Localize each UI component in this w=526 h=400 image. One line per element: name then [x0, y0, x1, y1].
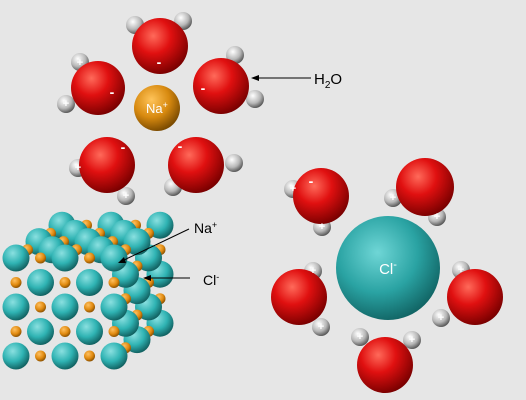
partial-positive-sign: + [77, 57, 83, 69]
partial-negative-sign: - [121, 139, 126, 155]
crystal-sodium-atom [108, 277, 120, 288]
water-label-h: H [314, 71, 325, 88]
crystal-chlorine-atom [51, 293, 79, 321]
chloride-hydration-shell: -++++++++++ [271, 158, 503, 393]
water-label-sub: 2 [325, 80, 331, 91]
partial-positive-sign: + [458, 264, 464, 276]
partial-positive-sign: + [438, 312, 444, 324]
crystal-chlorine-atom [51, 342, 79, 370]
partial-positive-sign: + [290, 183, 296, 195]
partial-positive-sign: + [357, 331, 363, 343]
crystal-chlorine-atom [2, 293, 30, 321]
crystal-sodium-atom [35, 350, 46, 362]
sodium-ion-label: Na [146, 101, 163, 116]
crystal-sodium-charge: + [212, 220, 217, 230]
nacl-crystal-lattice [2, 211, 174, 370]
sodium-ion: Na+ [134, 85, 180, 131]
water-molecule: - [193, 46, 264, 114]
chloride-ion-charge: - [393, 259, 397, 271]
water-label-o: O [330, 71, 342, 88]
chloride-ion: Cl- [336, 216, 440, 320]
crystal-chlorine-label: Cl [203, 272, 216, 288]
crystal-chlorine-atom [76, 269, 103, 296]
crystal-chlorine-atom [51, 244, 79, 272]
partial-negative-sign: - [157, 54, 162, 70]
water-molecule: - + + [69, 137, 135, 205]
crystal-sodium-atom [84, 301, 95, 313]
crystal-chlorine-atom [100, 244, 128, 272]
crystal-chlorine-atom [100, 342, 128, 370]
water-molecule: ++ [351, 328, 421, 393]
svg-text:Na+: Na+ [194, 220, 217, 236]
partial-negative-sign: - [309, 173, 314, 189]
water-molecule: ++ [384, 158, 454, 226]
crystal-chlorine-atom [100, 293, 128, 321]
crystal-sodium-pointer: Na+ [118, 220, 217, 263]
crystal-sodium-label: Na [194, 220, 212, 236]
water-pointer: H2O [251, 71, 342, 91]
partial-positive-sign: + [318, 321, 324, 333]
partial-negative-sign: - [178, 138, 183, 154]
water-molecule: ++ [271, 262, 330, 336]
crystal-chlorine-atom [27, 318, 54, 345]
partial-positive-sign: + [434, 211, 440, 223]
partial-positive-sign: + [63, 98, 69, 110]
partial-positive-sign: + [123, 190, 129, 202]
crystal-sodium-atom [35, 301, 46, 313]
crystal-sodium-atom [108, 326, 120, 337]
crystal-chlorine-atom [76, 318, 103, 345]
crystal-sodium-atom [10, 326, 22, 337]
sodium-ion-charge: + [163, 100, 168, 110]
crystal-sodium-atom [59, 326, 71, 337]
sodium-hydration-shell: - - + + - - + + - [57, 12, 264, 205]
crystal-sodium-atom [84, 350, 95, 362]
water-molecule: - + + [284, 168, 349, 236]
crystal-sodium-atom [84, 252, 95, 264]
crystal-chlorine-atom [2, 342, 30, 370]
crystal-sodium-atom [10, 277, 22, 288]
crystal-chlorine-pointer: Cl- [143, 272, 219, 288]
partial-negative-sign: - [110, 84, 115, 100]
crystal-sodium-atom [35, 252, 46, 264]
crystal-chlorine-atom [2, 244, 30, 272]
partial-positive-sign: + [409, 334, 415, 346]
svg-text:Na+: Na+ [146, 100, 168, 116]
crystal-sodium-atom [59, 277, 71, 288]
partial-negative-sign: - [201, 80, 206, 96]
partial-positive-sign: + [319, 221, 325, 233]
water-molecule: ++ [432, 261, 503, 327]
crystal-chlorine-atom [27, 269, 54, 296]
partial-positive-sign: + [75, 162, 81, 174]
svg-text:Cl-: Cl- [203, 272, 219, 288]
chloride-ion-label: Cl [379, 261, 393, 278]
partial-positive-sign: + [310, 265, 316, 277]
water-molecule: - [126, 12, 192, 74]
water-molecule: - [164, 137, 243, 196]
water-molecule: - + + [57, 53, 125, 115]
crystal-chlorine-charge: - [216, 272, 219, 282]
svg-text:Cl-: Cl- [379, 259, 397, 278]
partial-positive-sign: + [390, 192, 396, 204]
svg-text:H2O: H2O [314, 71, 342, 91]
